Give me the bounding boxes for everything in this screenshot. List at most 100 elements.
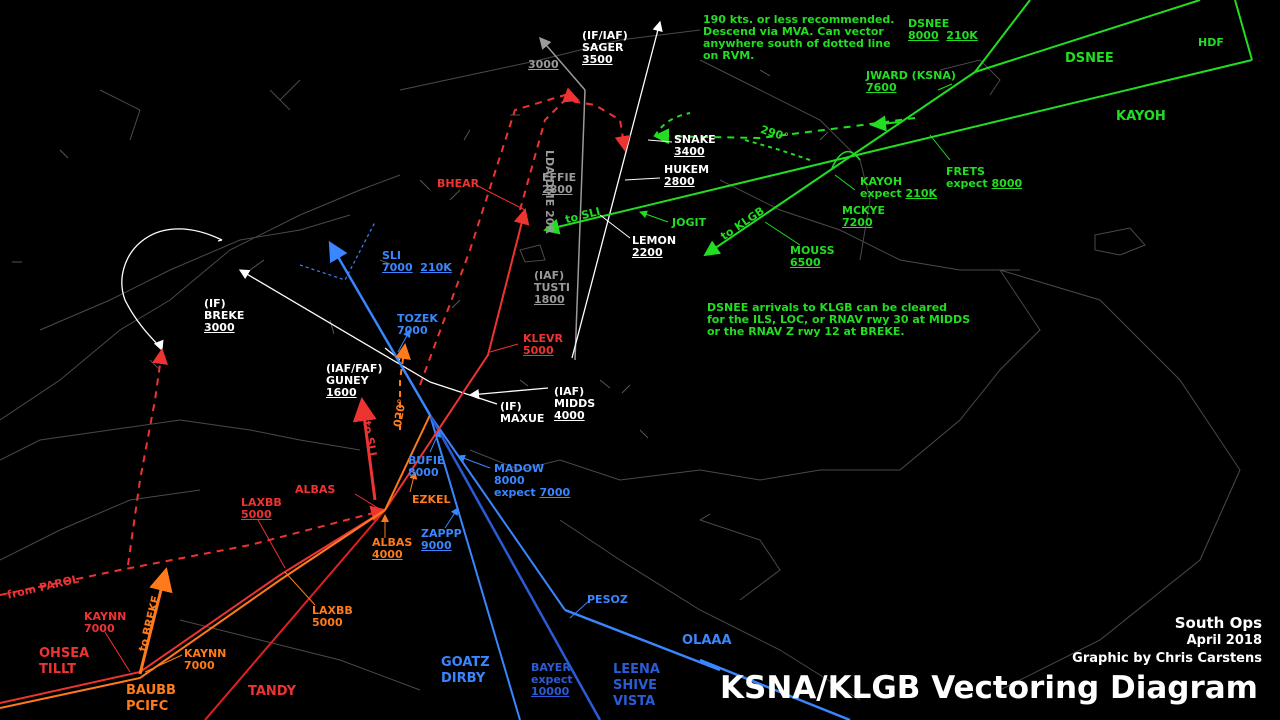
fix-kayoh: KAYOH expect 210K: [860, 176, 937, 200]
fix-bayer: BAYER expect 10000: [531, 662, 573, 698]
fix-bhear: BHEAR: [437, 177, 480, 190]
fix-laxbb-red: LAXBB 5000: [241, 497, 282, 521]
guney-name: GUNEY: [326, 374, 369, 387]
fix-albas-red: ALBAS: [295, 483, 336, 496]
breke-hook: [217, 239, 223, 242]
sli-alt: 7000: [382, 261, 413, 274]
frets-name: FRETS: [946, 165, 985, 178]
white-leaders: [599, 139, 673, 239]
midds-name: MIDDS: [554, 397, 596, 410]
fix-bufie: BUFIE 8000: [408, 455, 444, 479]
fix-jward: JWARD (KSNA) 7600: [866, 70, 956, 94]
fix-lemon: LEMON 2200: [632, 235, 676, 259]
route-baubb: BAUBB: [126, 683, 176, 698]
fix-mouss: MOUSS 6500: [790, 245, 835, 269]
pesoz-route: [429, 414, 566, 611]
goatz-route: [429, 414, 521, 720]
klevr-route: [384, 208, 530, 511]
route-dirby: DIRBY: [441, 671, 486, 686]
sli-name: SLI: [382, 249, 402, 262]
route-hdf: HDF: [1198, 36, 1224, 49]
sli-dotted: [299, 221, 376, 281]
route-ohsea-tillt: OHSEA TILLT: [39, 646, 89, 678]
maxue-name: MAXUE: [500, 412, 545, 425]
albas-red-leader: [354, 493, 379, 509]
fix-sager: (IF/IAF) SAGER 3500: [582, 30, 628, 66]
credits-date: April 2018: [1186, 633, 1262, 648]
mckye-name: MCKYE: [842, 204, 886, 217]
tusti-name: TUSTI: [534, 281, 570, 294]
bayer-name: BAYER: [531, 661, 571, 674]
kaynn-orange-leader: [144, 654, 183, 673]
klevr-alt: 5000: [523, 344, 554, 357]
laxbb-orange-alt: 5000: [312, 616, 343, 629]
fix-ezkel: EZKEL: [412, 493, 451, 506]
kayoh-hold: [831, 151, 861, 169]
mouss-alt: 6500: [790, 256, 821, 269]
kaynn-orange-name: KAYNN: [184, 647, 227, 660]
route-vista-name: VISTA: [613, 694, 656, 709]
fix-breke: (IF) BREKE 3000: [204, 298, 244, 334]
lemon-alt: 2200: [632, 246, 663, 259]
fix-frets: FRETS expect 8000: [946, 166, 1022, 190]
baubb-route: [0, 509, 386, 709]
olaaa-low: [699, 658, 851, 720]
blue-routes: [299, 221, 851, 720]
route-leena-name: LEENA: [613, 662, 660, 677]
diagram-title: KSNA/KLGB Vectoring Diagram: [719, 670, 1258, 706]
lda-dme-20r-label: LDA/DME 20R: [543, 150, 556, 234]
fix-albas-orange: ALBAS 4000: [372, 537, 412, 561]
hukem-name: HUKEM: [664, 163, 710, 176]
klevr-name: KLEVR: [523, 332, 564, 345]
route-leena: LEENA SHIVE VISTA: [613, 662, 660, 710]
laxbb-red-name: LAXBB: [241, 496, 282, 509]
bhear-dotted: [519, 98, 631, 211]
sager-role: (IF/IAF): [582, 29, 628, 42]
lda-dme-20r-course-upper: [539, 36, 586, 91]
kaynn-red-alt: 7000: [84, 622, 115, 635]
madow-alt: 8000: [494, 474, 525, 487]
route-dsnee: DSNEE: [1065, 51, 1114, 66]
tozek-name: TOZEK: [397, 312, 438, 325]
route-tandy: TANDY: [248, 684, 297, 699]
fix-sli: SLI 7000 210K: [382, 250, 452, 274]
breke-red-dotted: [127, 348, 168, 566]
to-breke-arrow: [138, 567, 173, 675]
mckye-alt: 7200: [842, 216, 873, 229]
fix-kaynn-red: KAYNN 7000: [84, 611, 126, 635]
arrow-bufie: [429, 429, 441, 453]
breke-hold-arc: [121, 228, 223, 352]
fix-guney: (IAF/FAF) GUNEY 1600: [326, 363, 382, 399]
snake-alt: 3400: [674, 145, 705, 158]
fix-dsnee: DSNEE 8000 210K: [908, 18, 978, 42]
orange-routes: [0, 343, 431, 709]
olaaa-route: [564, 608, 721, 672]
bufie-alt: 8000: [408, 466, 439, 479]
note-dsnee-vector: 190 kts. or less recommended. Descend vi…: [703, 14, 894, 62]
effie-name: EFFIE: [542, 171, 577, 184]
to-sli-red-arrow: [352, 397, 377, 501]
credits: South Ops April 2018 Graphic by Chris Ca…: [1072, 614, 1262, 668]
madow-expect-alt: 7000: [539, 486, 571, 499]
fix-tusti: (IAF) TUSTI 1800: [534, 270, 570, 306]
vector-dotted-arc: [654, 112, 691, 137]
background-ticks: [12, 69, 829, 521]
vector-dotted: [653, 117, 916, 145]
laxbb-red-alt: 5000: [241, 508, 272, 521]
midds-alt: 4000: [554, 409, 585, 422]
fix-jogit: JOGIT: [672, 216, 707, 229]
breke-alt: 3000: [204, 321, 235, 334]
tusti-alt: 1800: [534, 293, 565, 306]
jward-name: JWARD (KSNA): [866, 69, 956, 82]
credits-ops: South Ops: [1174, 614, 1262, 632]
laxbb-orange-leader: [284, 571, 316, 606]
note-line: on RVM.: [703, 49, 755, 62]
dsnee-name: DSNEE: [908, 17, 950, 30]
route-kayoh: KAYOH: [1116, 109, 1166, 124]
breke-name: BREKE: [204, 309, 245, 322]
midds-role: (IAF): [554, 385, 585, 398]
tusti-role: (IAF): [534, 269, 565, 282]
kaynn-red-leader: [104, 631, 131, 673]
route-shive-name: SHIVE: [613, 678, 658, 693]
